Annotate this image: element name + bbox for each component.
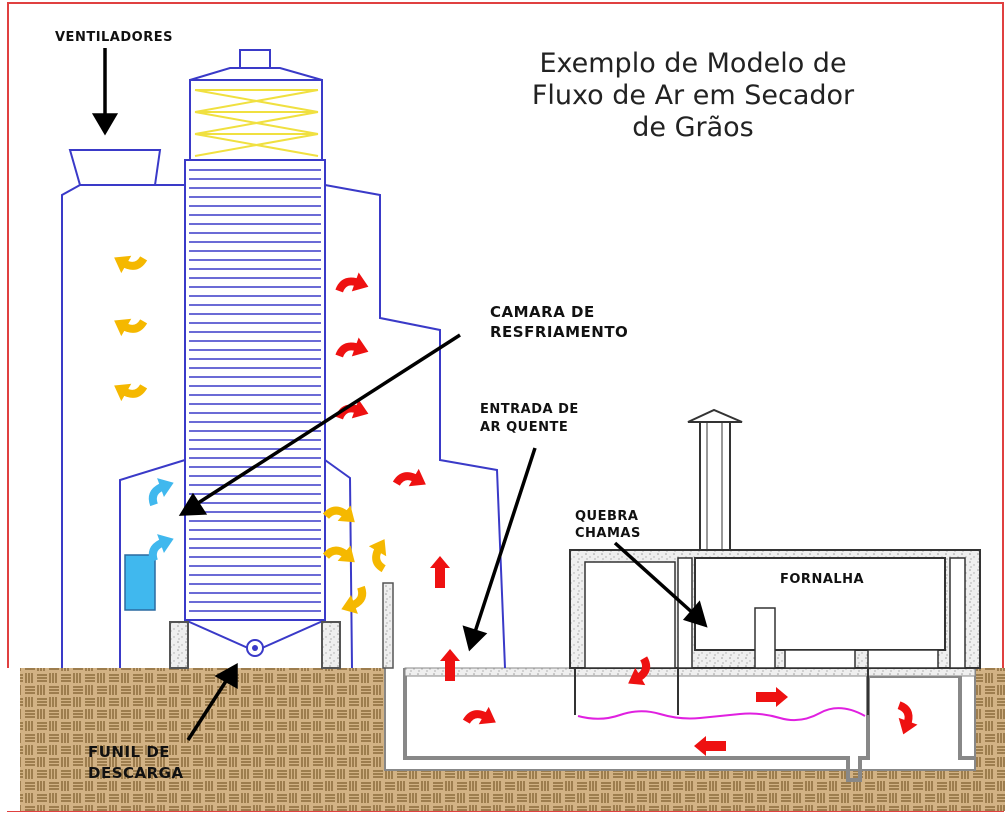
title-line-3: de Grãos — [632, 112, 754, 143]
entrada-pointer — [473, 447, 537, 633]
camara-pointer — [194, 333, 461, 507]
exhaust-air-arrow — [109, 308, 148, 345]
hot-air-arrow — [430, 556, 450, 588]
ground — [0, 668, 1005, 811]
exhaust-air-arrow — [322, 495, 362, 533]
column-base-supports — [169, 582, 394, 669]
label-quebra-line-2: CHAMAS — [575, 526, 641, 541]
fan-box — [124, 554, 156, 611]
title-line-1: Exemplo de Modelo de — [539, 48, 846, 79]
pointer-arrows — [91, 48, 708, 741]
label-funil-line-1: FUNIL DE — [88, 743, 170, 761]
air-flow-arrows — [109, 245, 923, 756]
exhaust-air-arrow — [109, 245, 148, 282]
label-entrada-line-1: ENTRADA DE — [480, 402, 579, 417]
label-entrada-line-2: AR QUENTE — [480, 420, 568, 435]
hot-air-arrow — [440, 649, 460, 681]
column-tray-lines — [189, 169, 321, 612]
quebra-pointer — [613, 541, 697, 617]
top-cross-section — [194, 89, 319, 157]
label-fornalha: FORNALHA — [780, 572, 864, 587]
hot-air-arrow — [694, 736, 726, 756]
hot-air-arrow — [335, 332, 372, 365]
label-funil-line-2: DESCARGA — [88, 764, 184, 782]
exhaust-air-arrow — [109, 373, 148, 410]
underground-air-duct — [384, 667, 976, 782]
exhaust-air-arrow — [336, 585, 373, 619]
drying-column — [184, 49, 326, 657]
flame-line — [577, 707, 866, 722]
label-camara-line-2: RESFRIAMENTO — [490, 323, 628, 341]
furnace — [569, 549, 981, 715]
diagram-title: Exemplo de Modelo de Fluxo de Ar em Seca… — [532, 48, 855, 143]
label-camara-line-1: CAMARA DE — [490, 303, 595, 321]
label-ventiladores: VENTILADORES — [55, 30, 173, 45]
exhaust-air-arrow — [360, 534, 397, 573]
hot-air-arrow — [392, 460, 431, 497]
label-quebra-line-1: QUEBRA — [575, 509, 638, 524]
chimney — [687, 408, 743, 551]
cool-air-arrow — [142, 473, 179, 507]
funil-pointer — [186, 677, 230, 741]
title-line-2: Fluxo de Ar em Secador — [532, 80, 855, 111]
hot-air-arrow — [335, 267, 372, 300]
exhaust-air-arrow — [322, 535, 362, 573]
hot-air-arrow — [756, 687, 788, 707]
